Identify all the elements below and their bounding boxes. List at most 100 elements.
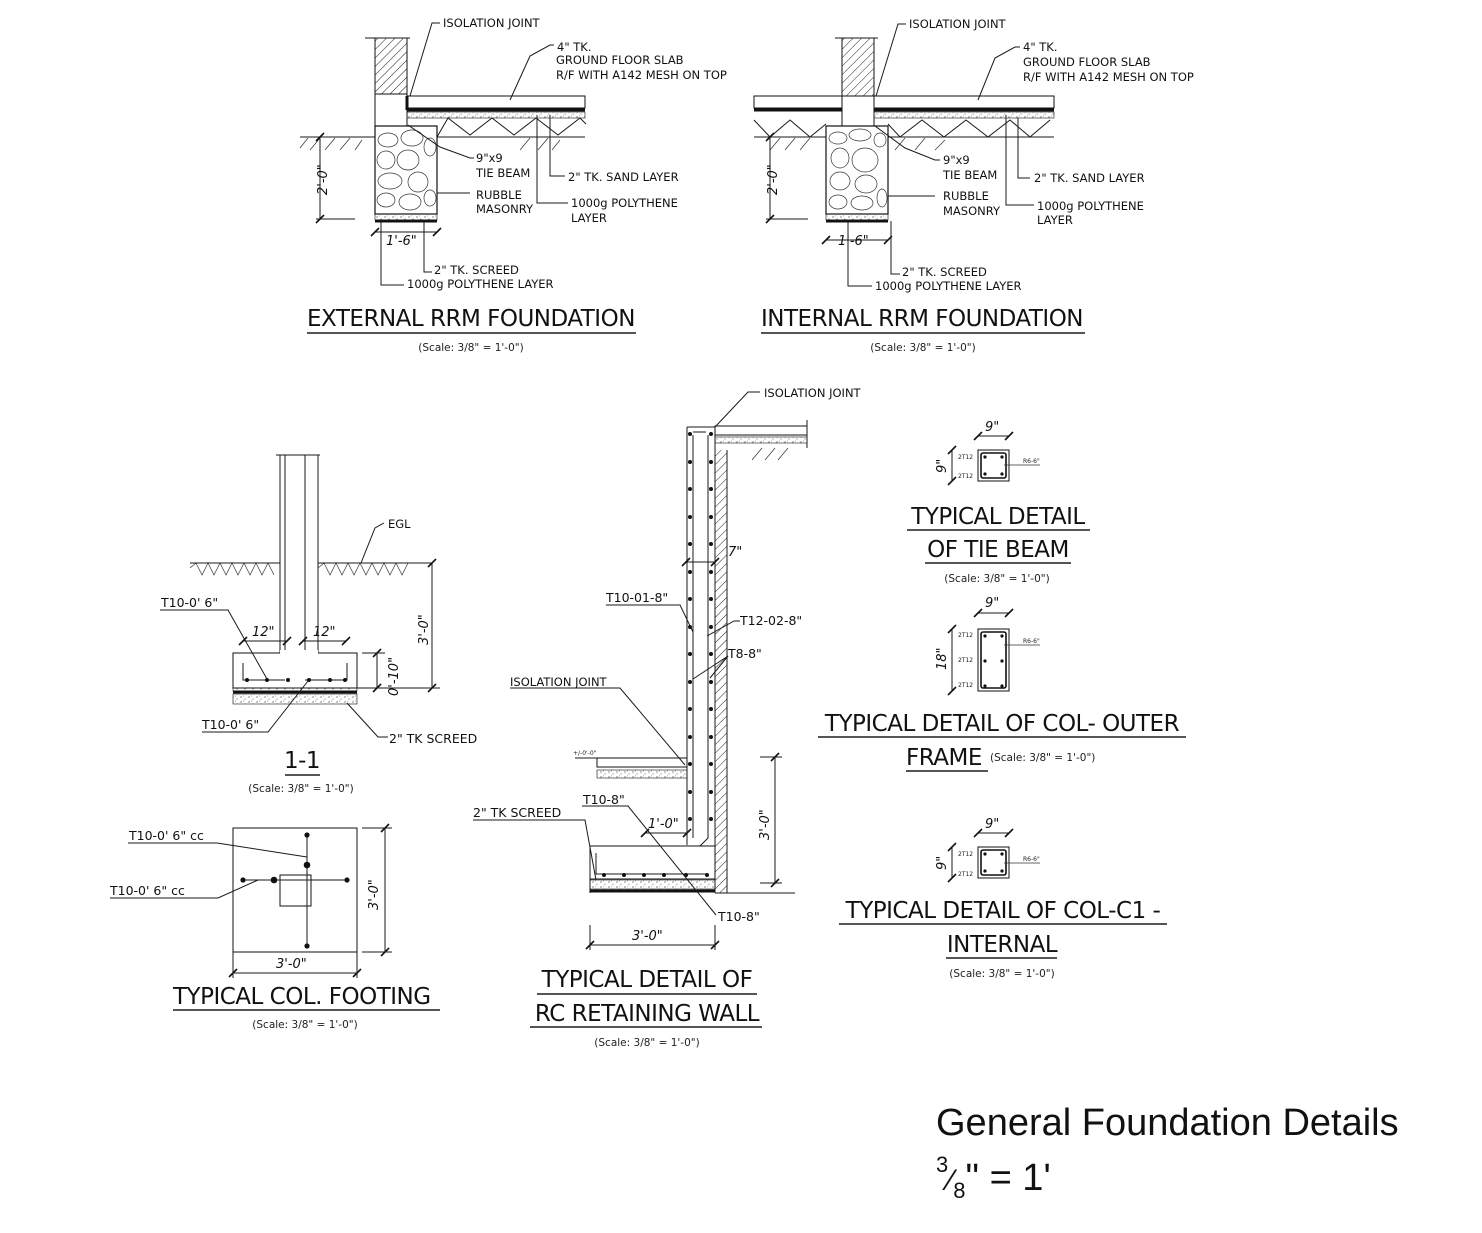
rc-retaining-wall: +/-0'-0" 7" 1'-0" 3'-0" 3'-0" ISOLATION … [473, 386, 862, 1049]
svg-text:1000g POLYTHENE: 1000g POLYTHENE [1037, 199, 1144, 213]
svg-text:T10-0' 6": T10-0' 6" [201, 717, 259, 732]
svg-text:9": 9" [985, 817, 999, 832]
sheet-title: General Foundation Details [936, 1102, 1399, 1144]
svg-text:T10-8": T10-8" [582, 792, 625, 807]
ground-floor-slab [406, 95, 586, 109]
svg-text:1'-0": 1'-0" [648, 817, 679, 832]
tie-beam-block [374, 93, 408, 127]
rebar-dot [709, 735, 713, 739]
svg-text:7": 7" [728, 545, 742, 560]
brick-wall [841, 37, 875, 97]
svg-text:1000g POLYTHENE LAYER: 1000g POLYTHENE LAYER [875, 279, 1022, 293]
tie-beam-detail: R6-6" 2T12 2T12 9" 9" TYPICAL DETAIL OF … [907, 420, 1090, 585]
rebar-dot [688, 460, 692, 464]
svg-text:T10-0' 6" cc: T10-0' 6" cc [128, 828, 204, 843]
internal-rrm-title: INTERNAL RRM FOUNDATION [761, 306, 1083, 332]
svg-text:12": 12" [252, 625, 275, 640]
typical-col-footing: T10-0' 6" cc T10-0' 6" cc 3'-0" 3'-0" TY… [109, 823, 440, 1031]
svg-text:2" TK SCREED: 2" TK SCREED [473, 805, 561, 820]
svg-text:(Scale: 3/8" = 1'-0"): (Scale: 3/8" = 1'-0") [870, 342, 975, 354]
rebar-dot [688, 762, 692, 766]
rebar-dot [709, 487, 713, 491]
rebar-dot [709, 432, 713, 436]
svg-text:TIE BEAM: TIE BEAM [942, 168, 997, 182]
svg-text:GROUND FLOOR SLAB: GROUND FLOOR SLAB [556, 53, 684, 67]
svg-text:9"x9: 9"x9 [476, 151, 503, 165]
col-c1-internal-detail: R6-6" 2T12 2T12 9" 9" TYPICAL DETAIL OF … [839, 817, 1167, 980]
svg-text:ISOLATION JOINT: ISOLATION JOINT [909, 17, 1007, 31]
col-c1-title-2: INTERNAL [947, 932, 1058, 958]
sheet-scale: 3⁄8" = 1' [936, 1152, 1051, 1204]
brick-wall [374, 37, 408, 95]
section-1-1-title: 1-1 [284, 748, 320, 774]
col-c1-title-1: TYPICAL DETAIL OF COL-C1 - [845, 898, 1161, 924]
rebar-dot [688, 432, 692, 436]
svg-text:T10-8": T10-8" [717, 909, 760, 924]
svg-text:TIE BEAM: TIE BEAM [475, 166, 530, 180]
tie-beam-title-1: TYPICAL DETAIL [910, 504, 1085, 530]
svg-text:T10-0' 6": T10-0' 6" [160, 595, 218, 610]
svg-text:1000g POLYTHENE: 1000g POLYTHENE [571, 196, 678, 210]
rebar-dot [709, 625, 713, 629]
svg-text:(Scale: 3/8" = 1'-0"): (Scale: 3/8" = 1'-0") [949, 968, 1054, 980]
rebar-dot [709, 680, 713, 684]
svg-text:T10-01-8": T10-01-8" [605, 590, 668, 605]
rebar-dot [709, 707, 713, 711]
svg-text:2T12: 2T12 [958, 454, 973, 461]
svg-text:2T12: 2T12 [958, 851, 973, 858]
rebar-dot [688, 790, 692, 794]
svg-text:T10-0' 6" cc: T10-0' 6" cc [109, 883, 185, 898]
svg-text:9": 9" [935, 459, 950, 473]
svg-text:0'-10": 0'-10" [387, 657, 402, 696]
svg-text:4" TK.: 4" TK. [1023, 40, 1057, 54]
svg-text:RUBBLE: RUBBLE [476, 188, 522, 202]
svg-text:R/F WITH A142 MESH ON TOP: R/F WITH A142 MESH ON TOP [1023, 70, 1194, 84]
col-outer-title-2: FRAME [906, 745, 982, 771]
rebar-dot [709, 597, 713, 601]
svg-text:GROUND FLOOR SLAB: GROUND FLOOR SLAB [1023, 55, 1151, 69]
col-outer-frame-detail: R6-6" 2T12 2T12 2T12 9" 18" TYPICAL DETA… [818, 596, 1186, 772]
svg-text:MASONRY: MASONRY [476, 202, 534, 216]
svg-text:2T12: 2T12 [958, 657, 973, 664]
dim-width: 1'-6" [386, 234, 417, 249]
retaining-wall-title-1: TYPICAL DETAIL OF [541, 967, 753, 993]
svg-text:(Scale: 3/8" = 1'-0"): (Scale: 3/8" = 1'-0") [990, 752, 1095, 764]
svg-text:(Scale: 3/8" = 1'-0"): (Scale: 3/8" = 1'-0") [594, 1037, 699, 1049]
rebar-dot [688, 597, 692, 601]
rebar-dot [709, 515, 713, 519]
rebar-dot [688, 735, 692, 739]
rebar-dot [709, 570, 713, 574]
svg-text:MASONRY: MASONRY [943, 204, 1001, 218]
rebar-dot [688, 487, 692, 491]
svg-text:2T12: 2T12 [958, 682, 973, 689]
svg-text:ISOLATION JOINT: ISOLATION JOINT [510, 675, 608, 689]
svg-text:R6-6": R6-6" [1023, 638, 1040, 645]
svg-text:3'-0": 3'-0" [276, 957, 307, 972]
rubble-masonry [825, 125, 889, 215]
rebar-dot [709, 652, 713, 656]
retaining-wall-title-2: RC RETAINING WALL [535, 1001, 760, 1027]
ground-floor-slab [873, 95, 1055, 109]
rebar-dot [688, 570, 692, 574]
svg-text:9": 9" [985, 596, 999, 611]
svg-text:3'-0": 3'-0" [632, 929, 663, 944]
footing-section [232, 652, 358, 689]
svg-text:2'-0": 2'-0" [766, 164, 781, 195]
rebar-dot [709, 460, 713, 464]
scale-denominator: 8 [953, 1178, 966, 1203]
svg-text:+/-0'-0": +/-0'-0" [573, 750, 597, 757]
svg-text:12": 12" [313, 625, 336, 640]
tie-beam-title-2: OF TIE BEAM [927, 537, 1069, 563]
svg-text:LAYER: LAYER [1037, 213, 1073, 227]
dim-depth: 2'-0" [316, 164, 331, 195]
section-1-1: 12" 12" 3'-0" 0'-10" EGL T10-0' 6" T10-0… [160, 454, 477, 795]
svg-text:2T12: 2T12 [958, 473, 973, 480]
svg-text:2" TK. SCREED: 2" TK. SCREED [434, 263, 519, 277]
svg-text:2" TK SCREED: 2" TK SCREED [389, 731, 477, 746]
svg-text:4" TK.: 4" TK. [557, 40, 591, 54]
svg-text:EGL: EGL [388, 517, 411, 531]
external-rrm-foundation: 2'-0" 1'-6" ISOLATION JOINT 4" TK. GROUN… [299, 16, 727, 354]
col-outer-title-1: TYPICAL DETAIL OF COL- OUTER [824, 711, 1180, 737]
svg-text:(Scale: 3/8" = 1'-0"): (Scale: 3/8" = 1'-0") [944, 573, 1049, 585]
svg-text:T12-02-8": T12-02-8" [739, 613, 802, 628]
